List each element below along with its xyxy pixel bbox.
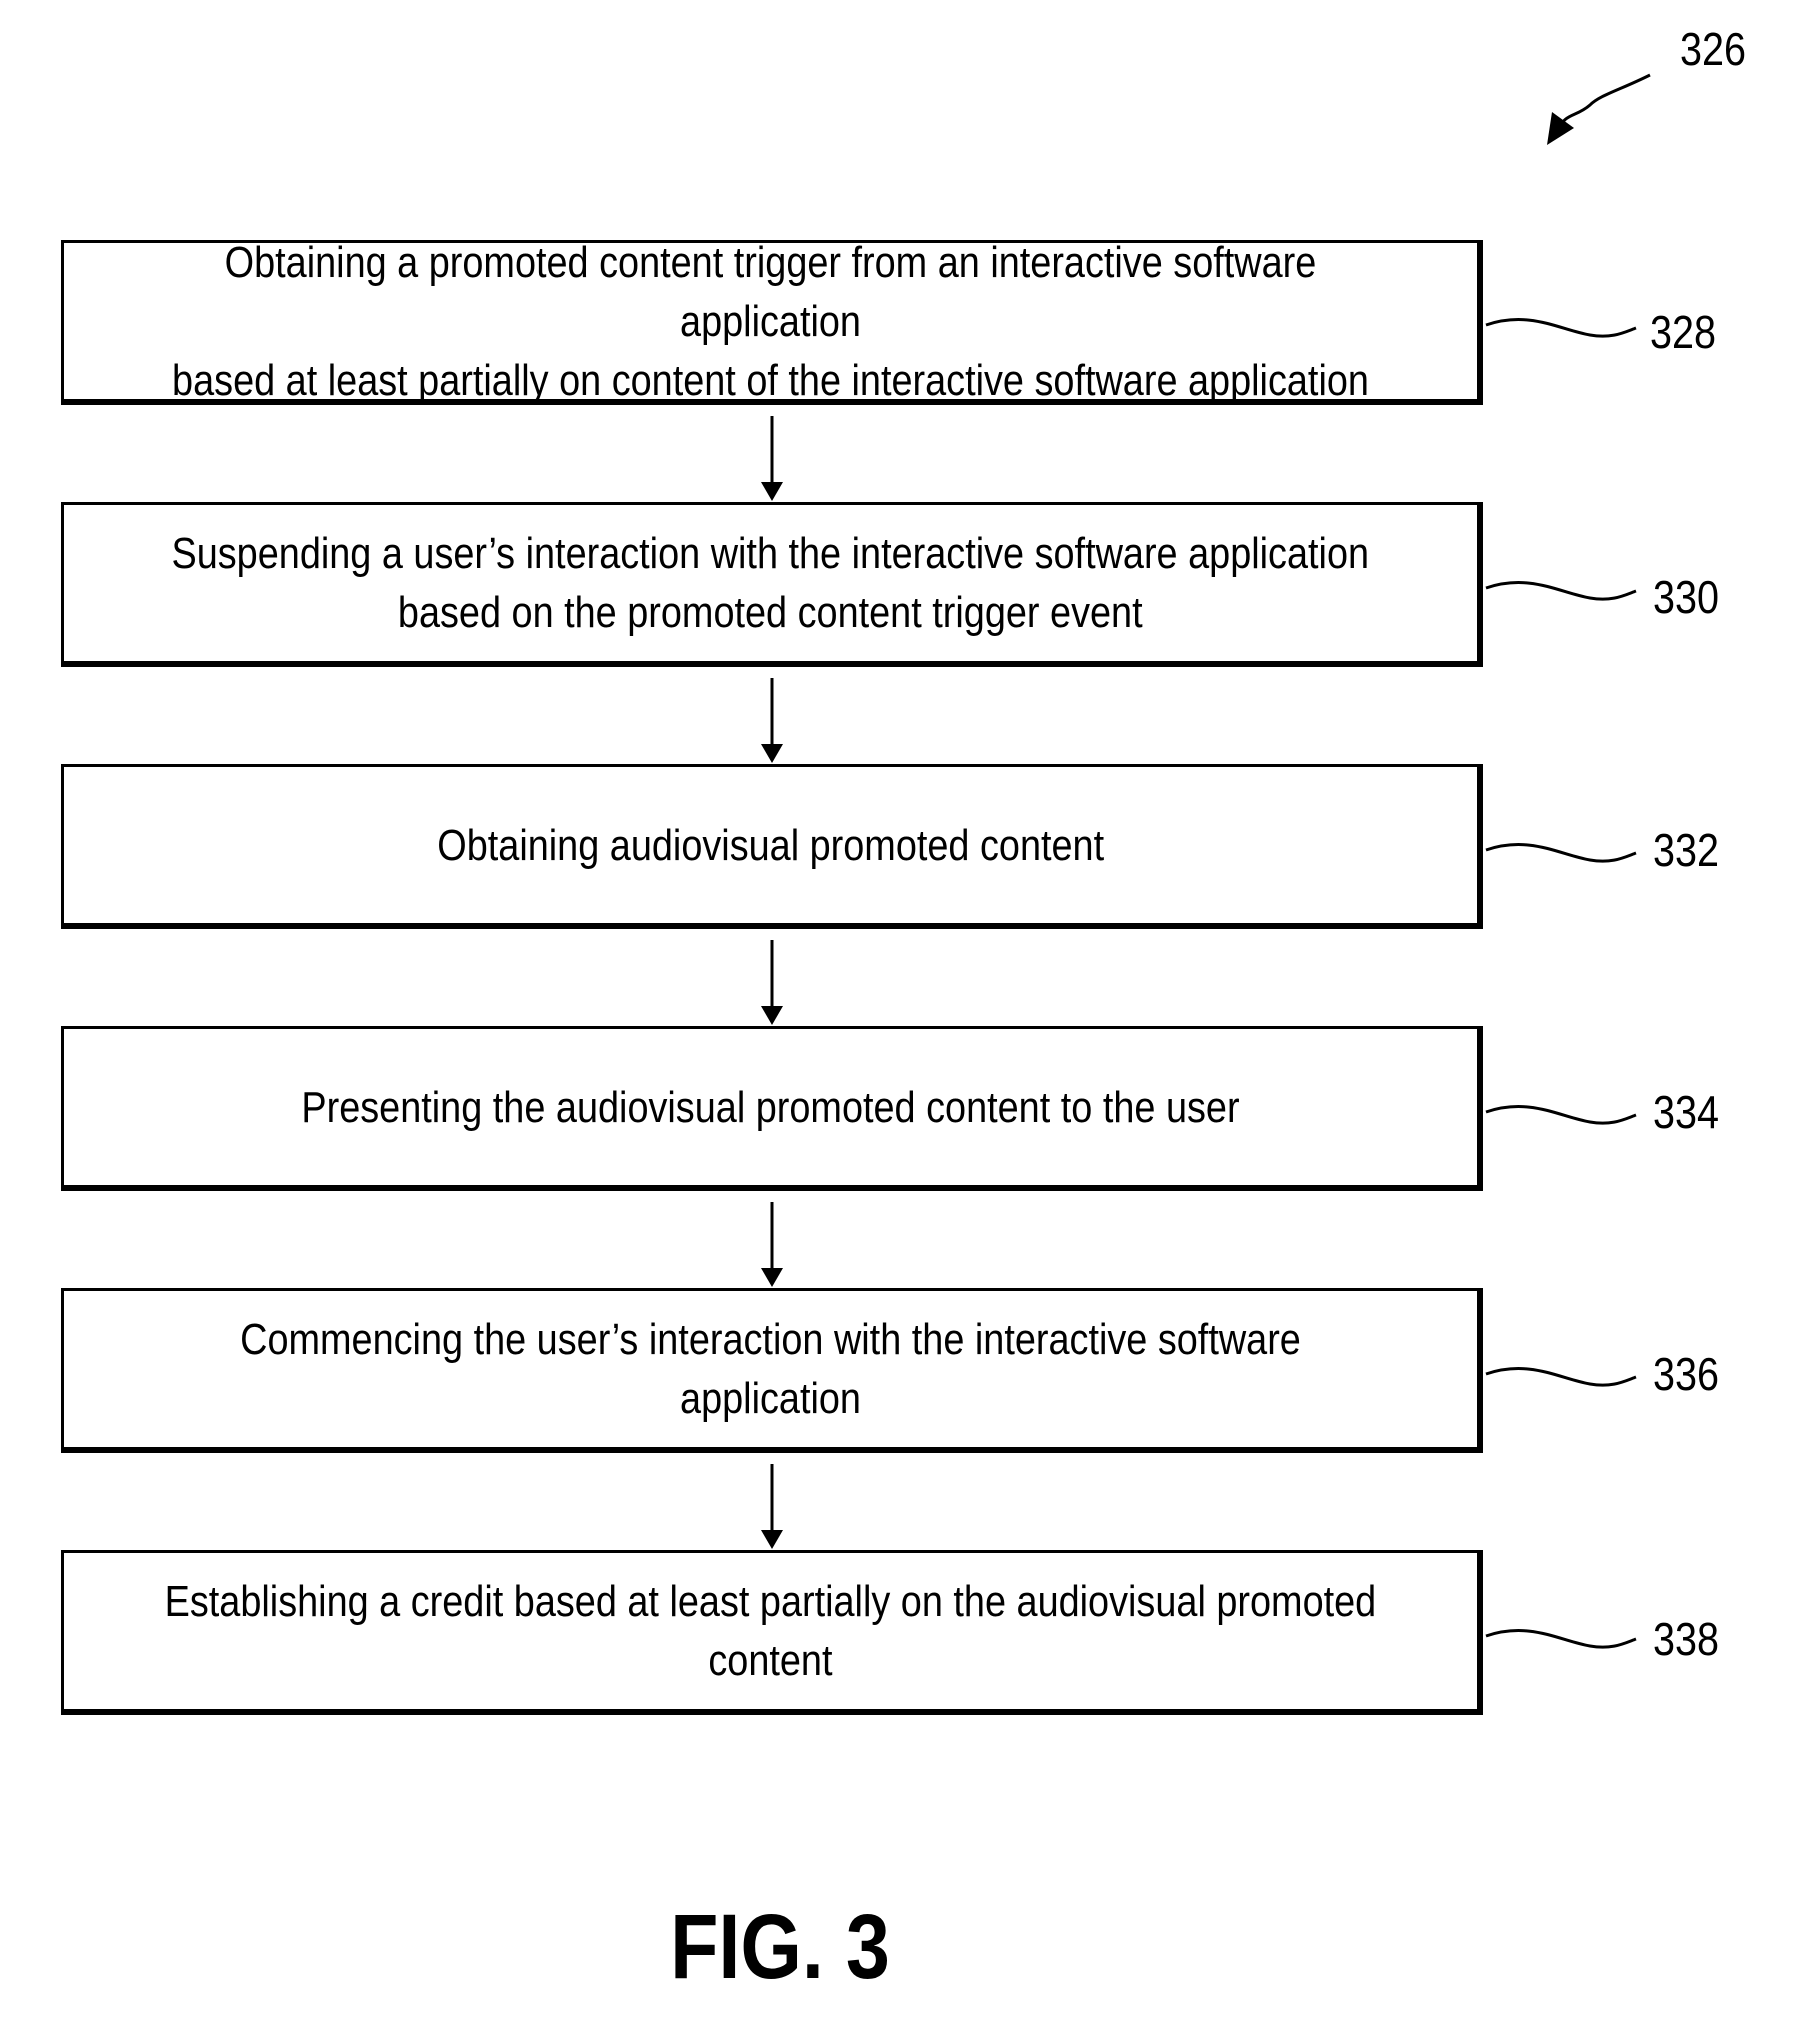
step-box-328: Obtaining a promoted content trigger fro… (61, 238, 1483, 405)
figure-label: FIG. 3 (670, 1896, 890, 1998)
step-box-332: Obtaining audiovisual promoted content (61, 764, 1483, 929)
leader-line-332 (1485, 843, 1637, 863)
leader-line-338 (1485, 1629, 1637, 1649)
step-box-336: Commencing the user’s interaction with t… (61, 1288, 1483, 1453)
flow-arrow-2 (761, 678, 783, 763)
flow-arrow-3 (761, 940, 783, 1025)
leader-line-330 (1485, 581, 1637, 601)
step-ref-328: 328 (1650, 306, 1717, 358)
figure-reference-arrowhead (1547, 112, 1574, 145)
step-box-338: Establishing a credit based at least par… (61, 1550, 1483, 1715)
step-ref-330: 330 (1653, 571, 1720, 623)
step-text-330: Suspending a user’s interaction with the… (171, 529, 1370, 637)
flow-arrow-5 (761, 1464, 783, 1549)
step-ref-338: 338 (1653, 1613, 1720, 1665)
step-text-338: Establishing a credit based at least par… (164, 1577, 1377, 1685)
figure-reference-number: 326 (1680, 23, 1747, 75)
step-text-336: Commencing the user’s interaction with t… (240, 1315, 1301, 1423)
step-ref-334: 334 (1653, 1086, 1720, 1138)
step-ref-336: 336 (1653, 1348, 1720, 1400)
step-text-328: Obtaining a promoted content trigger fro… (172, 237, 1369, 405)
leader-line-336 (1485, 1367, 1637, 1387)
step-text-334: Presenting the audiovisual promoted cont… (301, 1082, 1240, 1132)
flow-arrow-4 (761, 1202, 783, 1287)
step-ref-332: 332 (1653, 824, 1720, 876)
leader-line-328 (1485, 318, 1637, 338)
flow-arrow-1 (761, 416, 783, 501)
figure-reference-arrow (1555, 73, 1651, 133)
step-box-334: Presenting the audiovisual promoted cont… (61, 1026, 1483, 1191)
leader-line-334 (1485, 1105, 1637, 1125)
step-box-330: Suspending a user’s interaction with the… (61, 502, 1483, 667)
step-text-332: Obtaining audiovisual promoted content (437, 820, 1104, 870)
